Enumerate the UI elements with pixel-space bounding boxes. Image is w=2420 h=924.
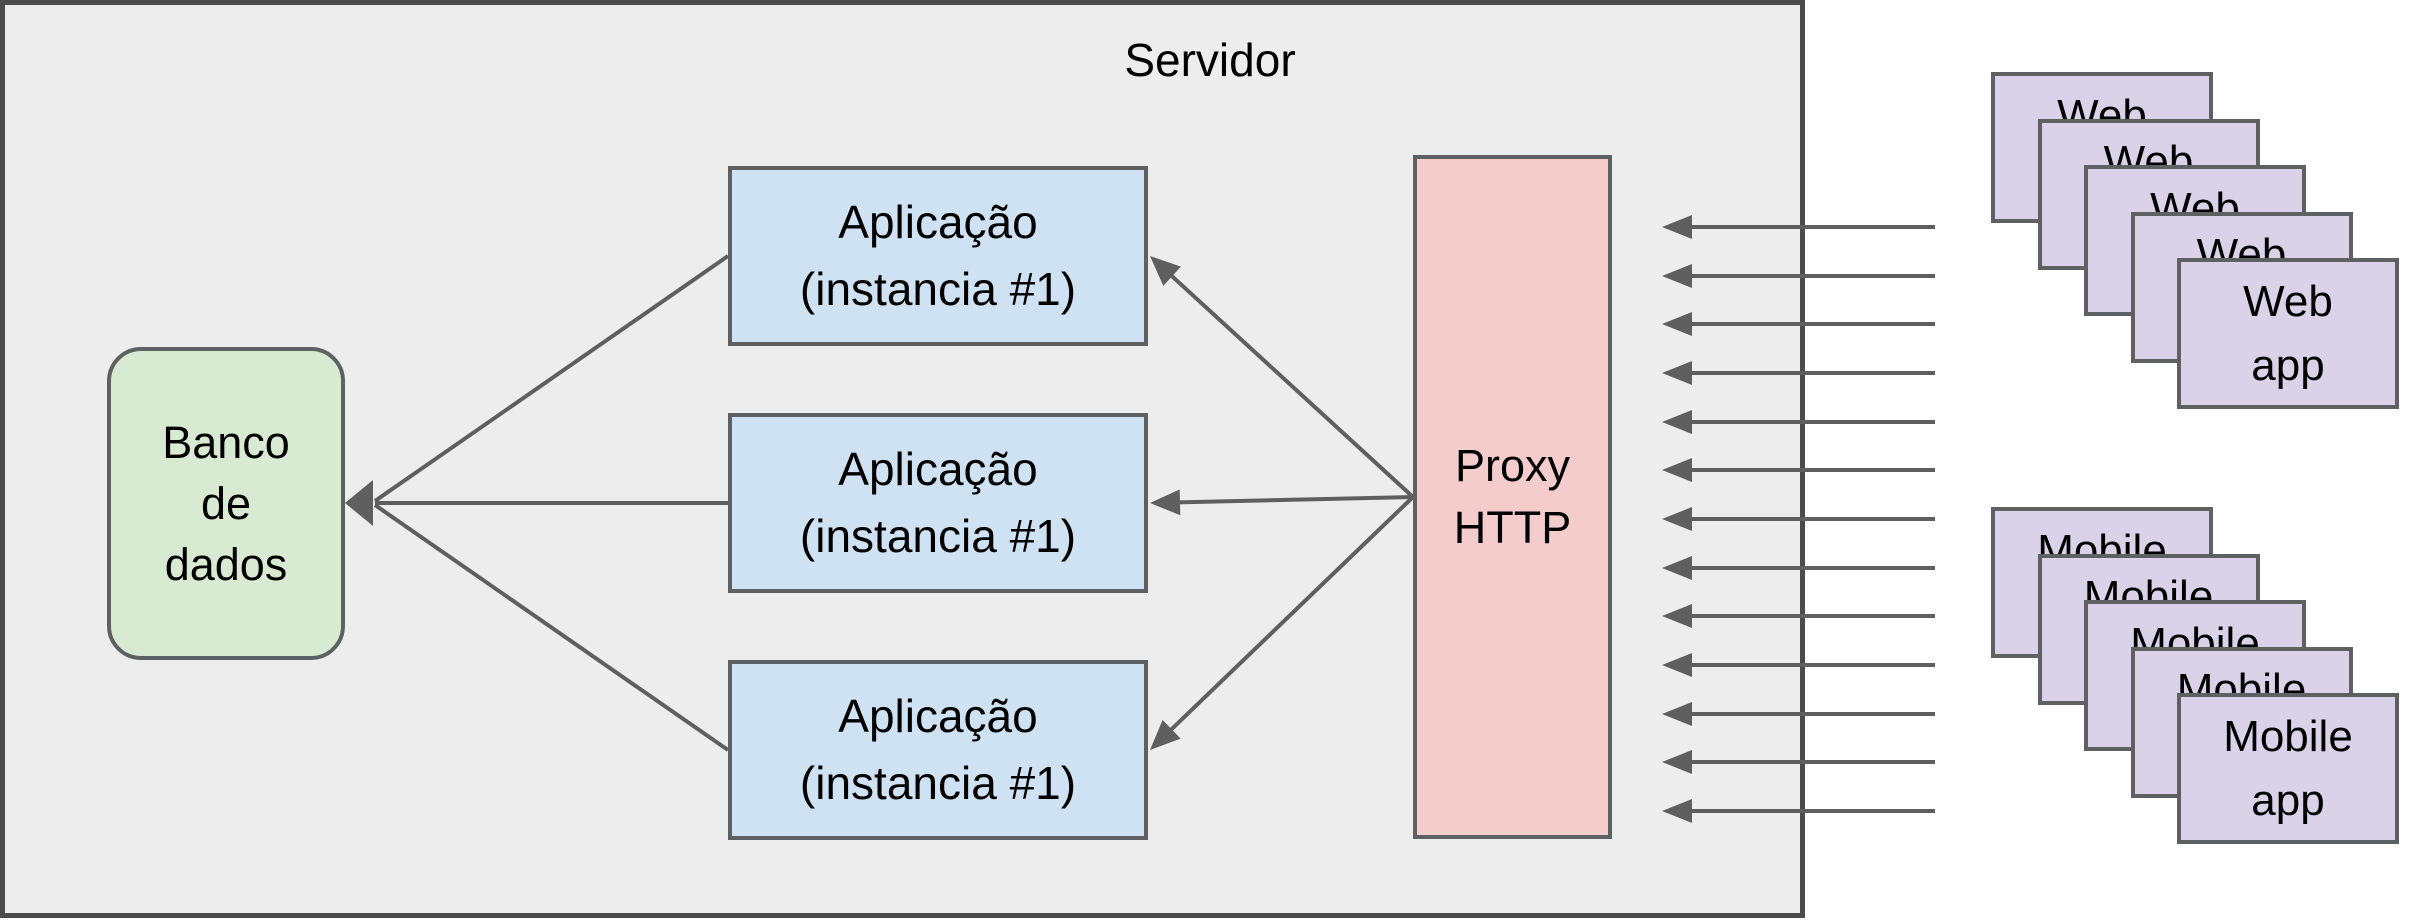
client-label-line: Mobile — [2223, 711, 2353, 761]
app-instance-label-line: Aplicação — [838, 443, 1038, 495]
app-instance-box: Aplicação (instancia #1) — [728, 413, 1148, 593]
proxy-box: Proxy HTTP — [1413, 155, 1612, 839]
app-instance-label-line: (instancia #1) — [799, 757, 1077, 809]
app-instance-label-line: (instancia #1) — [799, 263, 1077, 315]
database-label-line: dados — [164, 539, 288, 590]
app-instance-box: Aplicação (instancia #1) — [728, 660, 1148, 840]
database-box: Banco de dados — [107, 347, 345, 660]
app-instance-label-line: (instancia #1) — [799, 510, 1077, 562]
app-instance-box: Aplicação (instancia #1) — [728, 166, 1148, 346]
app-instance-label-line: Aplicação — [838, 196, 1038, 248]
database-label-line: de — [200, 478, 252, 529]
server-title: Servidor — [1124, 34, 1296, 86]
database-label-line: Banco — [162, 417, 290, 468]
client-label-line: app — [2251, 340, 2325, 390]
proxy-label-line: Proxy — [1454, 440, 1571, 491]
mobile-app-stack-box: Mobile app — [2177, 693, 2399, 844]
client-label-line: app — [2251, 775, 2325, 825]
web-app-stack-box: Web app — [2177, 258, 2399, 409]
app-instance-label-line: Aplicação — [838, 690, 1038, 742]
proxy-label-line: HTTP — [1453, 502, 1572, 553]
client-label-line: Web — [2243, 276, 2333, 326]
